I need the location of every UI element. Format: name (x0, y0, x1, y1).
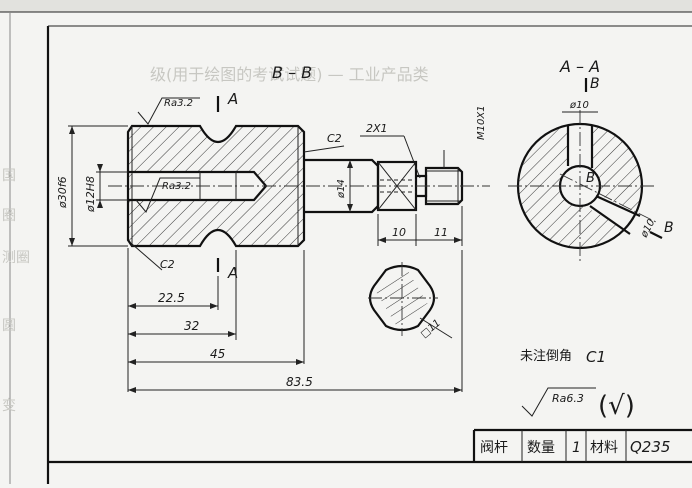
title-block: 阀杆 数量 1 材料 Q235 (472, 428, 692, 462)
note-chamfer-value: C1 (586, 348, 606, 366)
roughness-bore-label: Ra3.2 (162, 181, 191, 192)
roughness-general-symbol (521, 387, 596, 417)
section-aa: A – A ø10 B B B ø10 (508, 57, 674, 262)
chamfer-c2-top: C2 (327, 132, 342, 145)
dim-11: 11 (434, 226, 448, 239)
dim-10: 10 (392, 226, 406, 239)
aa-angled-hole (589, 194, 641, 235)
section-bb-title: B – B (272, 63, 312, 82)
roughness-bore-symbol (135, 177, 200, 213)
c2-bottom-leader (131, 243, 163, 271)
roughness-top-label: Ra3.2 (164, 98, 193, 109)
ghost-text-left: 国 圈 测圈 圆 变 (2, 168, 30, 414)
tb-material-label: 材料 (590, 440, 618, 456)
tb-material: Q235 (630, 438, 670, 456)
square-dim-leader (419, 317, 453, 339)
dim-45: 45 (210, 347, 225, 361)
d30-label: ø30f6 (56, 176, 69, 209)
tb-part-name: 阀杆 (480, 440, 508, 456)
aa-cut-b-right (649, 231, 663, 239)
tb-qty: 1 (572, 440, 581, 456)
c2-top-leader (303, 145, 345, 153)
aa-d10: ø10 (569, 100, 589, 111)
notes: 未注倒角 C1 Ra6.3 (√) (520, 348, 635, 421)
dim-83-5: 83.5 (286, 375, 313, 389)
thread-dim: M10X1 (476, 105, 487, 140)
ghost-text-top: 级(用于绘图的考试试题) — 工业产品类 (150, 65, 429, 84)
ghost-char-1: 国 (2, 168, 16, 184)
main-view: A A B – B Ra3.2 Ra3.2 C2 C2 2X1 M10X1 ø1… (56, 63, 490, 393)
cut-label-b-top: B (590, 76, 600, 92)
roughness-top-symbol (137, 97, 200, 125)
cut-label-a-bot: A (227, 264, 238, 282)
ghost-char-4: 圆 (2, 318, 16, 334)
section-aa-title: A – A (559, 57, 600, 76)
dim-32: 32 (184, 319, 199, 333)
dimension-arrows (69, 126, 462, 393)
cut-label-b-right: B (664, 220, 674, 236)
undercut-leader (403, 135, 421, 179)
dim-22-5: 22.5 (158, 291, 185, 305)
aa-angled-center (559, 173, 657, 223)
aa-slot-walls (566, 125, 594, 168)
general-symbol: (√) (598, 391, 635, 421)
cut-label-a-top: A (227, 90, 238, 108)
ghost-char-3: 测圈 (2, 250, 30, 266)
note-unspecified-chamfer: 未注倒角 (520, 349, 572, 364)
stem-dim: ø14 (336, 179, 347, 199)
d12-label: ø12H8 (84, 176, 97, 213)
top-strip (0, 0, 692, 12)
roughness-general-label: Ra6.3 (552, 392, 584, 405)
ghost-char-5: 变 (2, 398, 16, 414)
aa-angled-clear (580, 186, 640, 232)
ghost-char-2: 圈 (2, 208, 16, 224)
chamfer-c2-bottom: C2 (160, 258, 175, 271)
tb-qty-label: 数量 (527, 440, 555, 456)
undercut-dim: 2X1 (366, 122, 388, 135)
cut-label-b-center: B (586, 171, 595, 186)
square-outline (368, 264, 436, 332)
